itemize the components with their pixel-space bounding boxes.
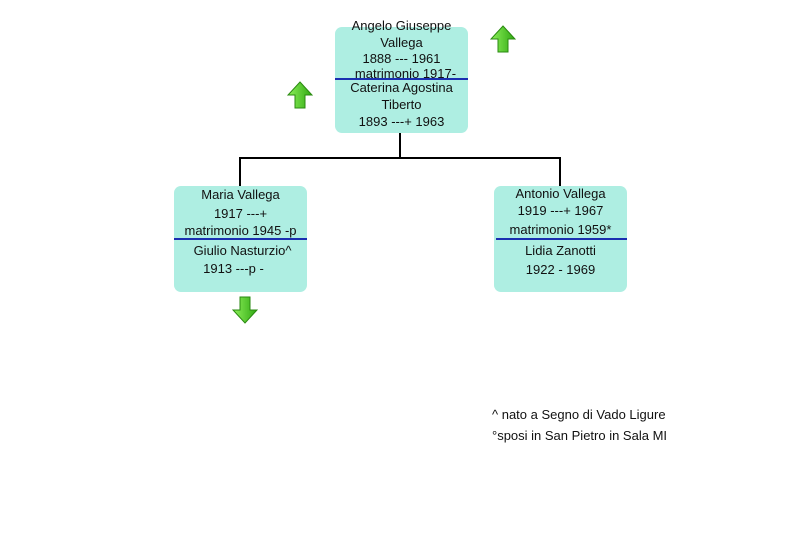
arrow-up-icon[interactable] bbox=[490, 25, 516, 53]
tree-connector-root-stem bbox=[399, 133, 401, 159]
node-text: Maria Vallega bbox=[201, 187, 280, 202]
node-text: 1888 --- 1961 bbox=[362, 51, 441, 66]
person-node-maria-vallega[interactable]: Maria Vallega 1917 ---+ matrimonio 1945 … bbox=[174, 186, 307, 292]
node-text: matrimonio 1917- bbox=[354, 66, 457, 81]
node-text: matrimonio 1945 -p bbox=[184, 223, 297, 238]
node-text: Giulio Nasturzio^ bbox=[193, 243, 292, 258]
arrow-up-icon[interactable] bbox=[287, 81, 313, 109]
node-text: Caterina Agostina bbox=[350, 80, 453, 95]
node-text: Antonio Vallega bbox=[515, 186, 606, 201]
footnote-birthplace: ^ nato a Segno di Vado Ligure bbox=[492, 407, 666, 422]
footnotes: ^ nato a Segno di Vado Ligure °sposi in … bbox=[492, 404, 667, 446]
node-text: matrimonio 1959* bbox=[509, 222, 612, 237]
tree-connector-horizontal bbox=[239, 157, 561, 159]
node-text: Vallega bbox=[380, 35, 423, 50]
footnote-wedding-place: °sposi in San Pietro in Sala MI bbox=[492, 428, 668, 443]
node-text: 1893 ---+ 1963 bbox=[358, 114, 445, 129]
marriage-divider bbox=[335, 78, 468, 80]
node-text: 1913 ---p - bbox=[203, 261, 264, 276]
node-text: 1917 ---+ bbox=[213, 206, 268, 221]
arrow-down-icon[interactable] bbox=[232, 296, 258, 324]
marriage-divider bbox=[496, 238, 627, 240]
node-text: 1919 ---+ 1967 bbox=[517, 203, 604, 218]
person-node-root[interactable]: Angelo Giuseppe Vallega 1888 --- 1961 ma… bbox=[335, 18, 468, 133]
node-text: Tiberto bbox=[381, 97, 422, 112]
node-text: 1922 - 1969 bbox=[525, 262, 596, 277]
node-text: Angelo Giuseppe bbox=[351, 18, 452, 33]
node-text: Lidia Zanotti bbox=[525, 243, 596, 258]
tree-connector-right-drop bbox=[559, 157, 561, 186]
person-node-antonio-vallega[interactable]: Antonio Vallega 1919 ---+ 1967 matrimoni… bbox=[494, 186, 627, 292]
tree-connector-left-drop bbox=[239, 157, 241, 186]
marriage-divider bbox=[174, 238, 307, 240]
